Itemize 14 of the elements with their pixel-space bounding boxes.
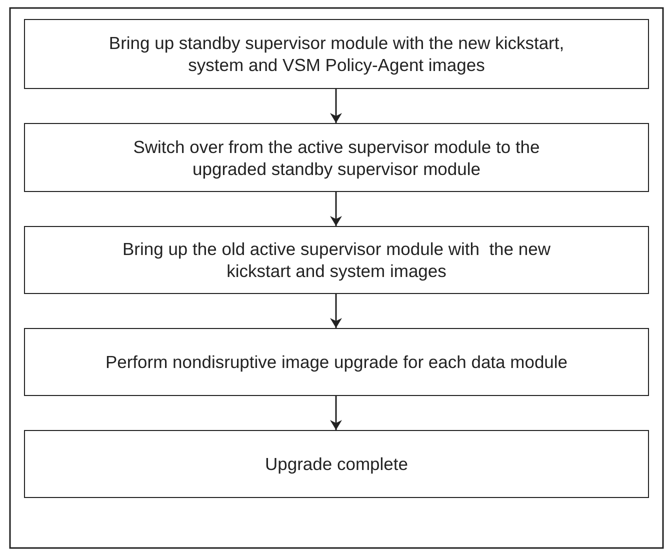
process-box <box>24 226 649 294</box>
step-text: Bring up standby supervisor module with the new kickstart, system and VSM Policy-Agent images <box>108 32 566 76</box>
step-text: Switch over from the active supervisor module to the upgraded standby supervisor module <box>132 136 541 180</box>
step-text: Bring up the old active supervisor module with the new kickstart and system images <box>121 238 552 282</box>
process-box <box>24 430 649 498</box>
arrow <box>330 192 342 226</box>
process-box <box>24 123 649 192</box>
process-box <box>24 328 649 396</box>
arrow <box>330 89 342 123</box>
arrow <box>330 396 342 430</box>
arrow <box>330 294 342 328</box>
step-text: Perform nondisruptive image upgrade for each data module <box>105 351 568 373</box>
process-box <box>24 19 649 89</box>
step-text: Upgrade complete <box>265 453 408 475</box>
